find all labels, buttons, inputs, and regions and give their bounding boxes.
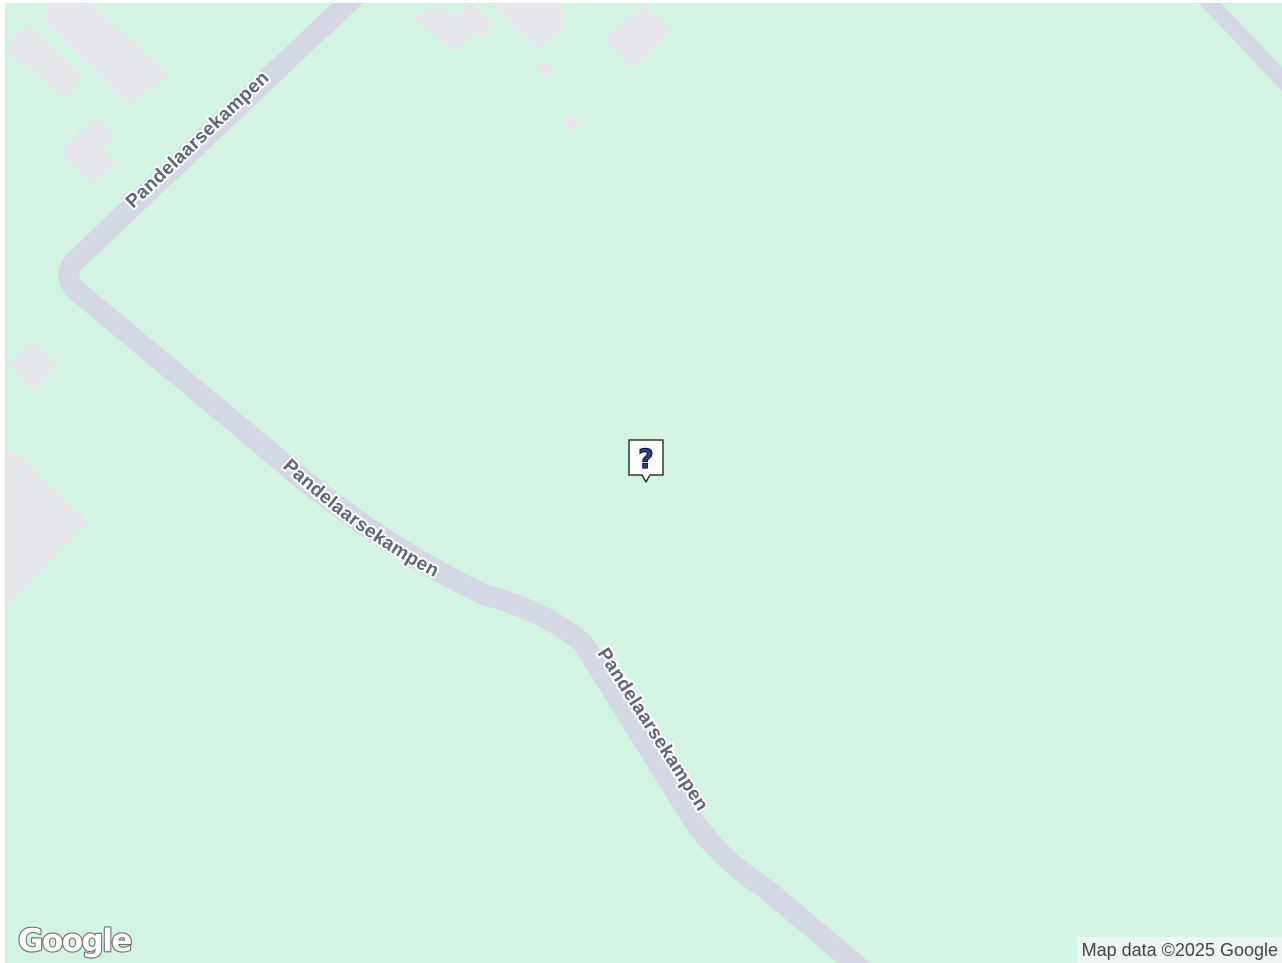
building xyxy=(10,25,83,98)
map-canvas[interactable]: Pandelaarsekampen Pandelaarsekampen Pand… xyxy=(5,3,1282,963)
map-tiles[interactable]: Pandelaarsekampen Pandelaarsekampen Pand… xyxy=(5,3,1282,963)
marker-glyph: ? xyxy=(638,444,654,475)
road-pandelaarsekampen[interactable] xyxy=(58,3,870,963)
building xyxy=(45,3,168,106)
building xyxy=(562,115,580,132)
map-attribution[interactable]: Map data ©2025 Google xyxy=(1076,937,1282,963)
building xyxy=(491,3,565,50)
location-marker[interactable]: ? xyxy=(625,437,667,487)
building xyxy=(413,3,475,51)
land-area xyxy=(5,3,1282,963)
building xyxy=(65,118,117,183)
question-mark-icon: ? xyxy=(628,439,664,483)
building xyxy=(5,450,87,608)
google-logo[interactable]: Google xyxy=(15,916,140,960)
building xyxy=(605,5,672,69)
google-logo-image: Google xyxy=(17,922,134,960)
svg-text:Google: Google xyxy=(18,923,131,959)
building xyxy=(8,341,57,391)
road-secondary[interactable] xyxy=(1198,3,1282,93)
building xyxy=(536,60,556,78)
building xyxy=(455,3,495,38)
